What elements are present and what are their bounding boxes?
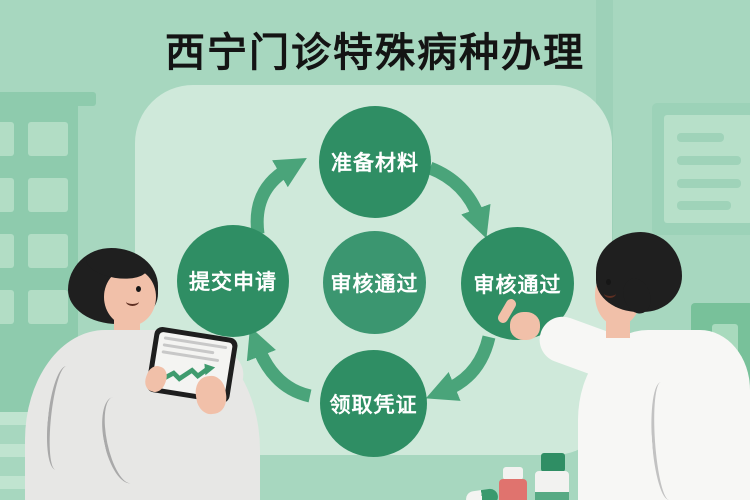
red-bottle-body [499, 479, 527, 500]
arrow-right-to-bottom [425, 335, 496, 401]
building-window [28, 234, 68, 268]
right-person [496, 228, 750, 500]
left-person-eye [136, 286, 141, 292]
left-person-smile [126, 297, 139, 306]
building-window [0, 234, 14, 268]
building-window [28, 122, 68, 156]
poster-text-line [677, 156, 741, 165]
step-label: 审核通过 [330, 272, 419, 296]
step-prepare-materials: 准备材料 [319, 106, 431, 218]
page-title: 西宁门诊特殊病种办理 [165, 31, 585, 75]
step-label: 准备材料 [331, 152, 419, 175]
building-window [28, 178, 68, 212]
building-window [0, 178, 14, 212]
green-bottle-cap [541, 453, 565, 472]
poster-text-line [677, 133, 724, 142]
right-person-smile [604, 289, 616, 298]
poster-text-line [677, 179, 741, 188]
right-person-fist [510, 312, 540, 340]
left-person [20, 245, 270, 500]
hospital-building-roof [0, 92, 96, 106]
step-label: 提交申请 [189, 271, 277, 294]
green-bottle-body [535, 471, 569, 500]
building-window [0, 122, 14, 156]
tablet [145, 325, 239, 405]
right-person-body [578, 330, 750, 500]
step-collect-certificate: 领取凭证 [320, 350, 427, 457]
step-label: 领取凭证 [329, 393, 418, 417]
poster-text-line [677, 201, 731, 210]
red-bottle-cap [503, 467, 523, 480]
building-window [28, 290, 68, 324]
right-person-eye [606, 279, 611, 285]
step-label: 审核通过 [473, 273, 562, 297]
step-submit-application: 提交申请 [177, 225, 289, 337]
tablet-screen [151, 331, 233, 399]
rising-chart-icon [160, 363, 216, 382]
arrow-left-to-top [250, 157, 307, 235]
arrow-bottom-to-left [246, 326, 312, 403]
arrow-top-to-right [427, 161, 491, 239]
step-review-approved-center: 审核通过 [323, 231, 426, 334]
building-window [0, 290, 14, 324]
